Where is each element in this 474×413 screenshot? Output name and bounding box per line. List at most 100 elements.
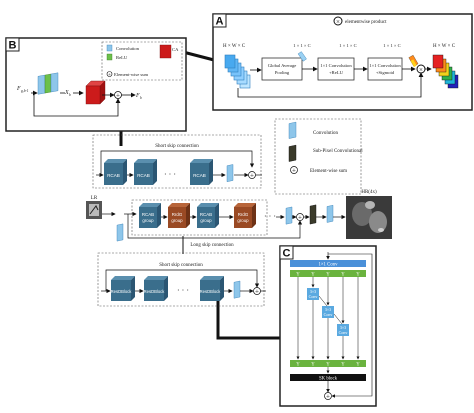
legend-elementwise-sum-main: Element-wise sum [310,169,347,174]
rcab-group-line2: group [142,218,154,223]
svg-text:+: + [116,92,120,100]
inner-conv-3 [337,324,349,336]
rrdb-module-title: Short skip connection [159,263,203,268]
lr-label: LR [91,196,98,201]
svg-text:Conv: Conv [309,294,318,299]
svg-text:Y: Y [341,273,345,278]
resdblock-3: ResDBlock [200,276,224,301]
legend-sum-icon [106,71,113,77]
svg-text:3×3: 3×3 [310,289,316,294]
legend-ca-swatch [159,44,172,59]
svg-text:Y: Y [326,363,330,368]
svg-text:Y: Y [311,363,315,368]
resdblock-2-label: ResDBlock [144,289,166,294]
rcab-module: Short skip connection RCAB RCAB · · · RC… [92,134,262,189]
hr-label: HR(4x) [361,190,377,195]
legend-convolution: Convolution [116,46,140,51]
svg-text:×: × [336,18,340,26]
x-label: X [64,90,69,96]
conv-sigmoid-block [367,57,403,81]
sk-block-bar [290,374,366,381]
legend-elementwise-product: elementwise product [345,20,387,25]
rcab-block-3-label: RCAB [193,173,206,178]
rcab-group-block-2: RCAB group [197,203,219,228]
rrdb-group-2-line2: group [237,218,249,223]
rrdb-dots: · · · [177,286,189,295]
groups-box [131,199,268,236]
conv-layer-1 [37,74,46,95]
rcab-module-title: Short skip connection [155,144,199,149]
legend-convolution-main: Convolution [313,131,339,136]
conv-relu-block [317,57,355,81]
rcab-block-2: RCAB [134,159,157,185]
backbone: LR RCAB group RrdG group RCAB group [86,190,392,248]
rrdb-module: Short skip connection ResDBlock ResDBloc… [97,252,266,307]
svg-text:Y: Y [356,273,360,278]
backbone-conv-3 [326,204,334,223]
sk-block-label: SK block [319,377,338,382]
top-conv-label: 1×1 Conv [318,263,338,268]
panel-b-letter: B [9,40,17,52]
svg-text:+: + [255,288,259,296]
legend-elementwise-sum: Element-wise sum [114,72,148,77]
input-dims-label: H × W × C [223,44,246,49]
resdblock-1: ResDBlock [111,276,135,301]
legend-ca: CA [172,47,179,52]
resdblock-1-label: ResDBlock [111,289,133,294]
rcab-conv [226,164,234,182]
connector-rrdb-to-c [216,300,280,340]
rrdb-group-1-line2: group [171,218,183,223]
rrdb-group-block-1: RrdG group [168,203,190,228]
svg-text:+: + [326,393,330,401]
output-feature-stack [432,54,459,89]
mid-dims-1: 1 × 1 × C [293,43,310,48]
legend-conv-swatch [106,44,113,52]
backbone-dots: · · · [264,212,276,221]
svg-text:Y: Y [311,273,315,278]
resdblock-2: ResDBlock [144,276,168,301]
mid-dims-2: 1 × 1 × C [339,43,356,48]
relu-layer [44,73,52,94]
main-legend: Convolution Sub-Pixel Convolutional + El… [274,118,363,195]
svg-text:+: + [108,73,111,78]
panel-b: B Convolution ReLU + Element-wise sum CA… [5,37,187,132]
pool-block-line1: Global Average [268,63,297,68]
hr-image [346,196,392,239]
output-sub: b [140,96,142,100]
svg-text:Y: Y [326,273,330,278]
rrdb-conv [233,280,241,299]
rrdb-group-1-line1: RrdG [172,212,183,217]
output-label: F [135,93,140,99]
svg-text:Y: Y [341,363,345,368]
legend-subpixel: Sub-Pixel Convolutional [313,149,363,154]
legend-subpixel-swatch [288,144,297,162]
rcab-block-3: RCAB [190,159,213,185]
conv-layer-2 [50,72,59,93]
output-dims-label: H × W × C [433,44,456,49]
legend-sum-icon-main [290,166,298,174]
rcab-dots: · · · [164,170,176,179]
rrdb-group-2-line1: RrdG [238,212,249,217]
rcab-group-2-line2: group [200,218,212,223]
mid-dims-3: 1 × 1 × C [383,43,400,48]
connector-b-to-a [182,50,215,62]
x-sub: b [69,93,71,97]
top-conv-bar [290,260,366,267]
pool-block-line2: Pooling [275,70,290,75]
conv-sigmoid-line2: +Sigmoid [376,70,395,75]
panel-a-letter: A [216,16,224,28]
rcab-block-2-label: RCAB [137,173,150,178]
rcab-block-1: RCAB [104,159,127,185]
panel-a: A × elementwise product H × W × C Global… [212,13,473,111]
conv-relu-line1: 1×1 Convolution [320,63,352,68]
inner-conv-2 [322,306,334,318]
rcab-block-1-label: RCAB [107,173,120,178]
svg-text:+: + [298,214,302,222]
rcab-group-block: RCAB group [139,203,161,228]
svg-text:Conv: Conv [339,330,348,335]
top-y-bar [290,270,366,277]
panel-c-letter: C [283,248,291,260]
svg-text:Y: Y [296,273,300,278]
resdblock-3-label: ResDBlock [200,289,222,294]
rcab-group-line1: RCAB [142,212,154,217]
